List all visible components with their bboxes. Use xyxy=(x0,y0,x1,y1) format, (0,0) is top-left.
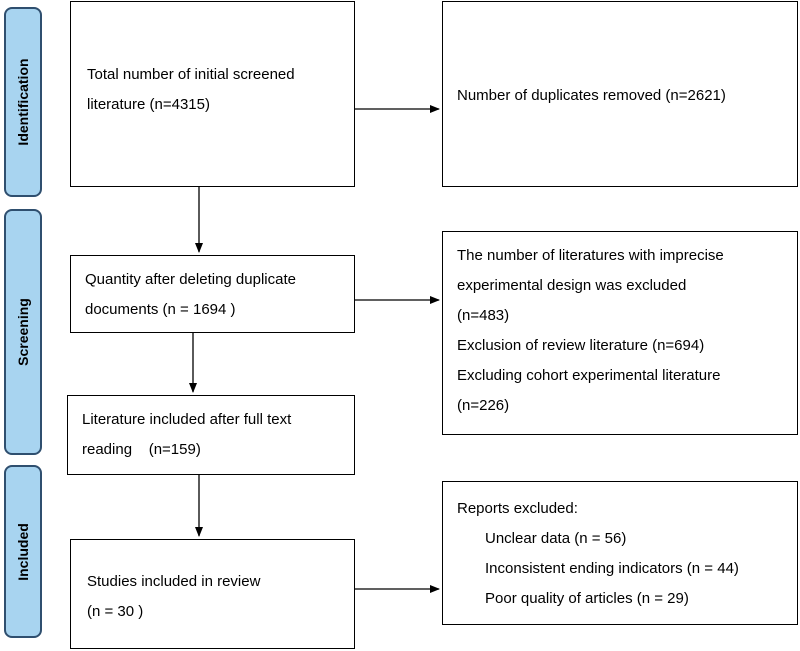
phase-screening: Screening xyxy=(4,209,42,455)
box-duplicates-removed: Number of duplicates removed (n=2621) xyxy=(442,1,798,187)
initial-line-2: literature (n=4315) xyxy=(87,96,210,113)
box-studies-included: Studies included in review (n = 30 ) xyxy=(70,539,355,649)
reports-excluded-title: Reports excluded: xyxy=(457,500,578,517)
duplicates-line-1: Number of duplicates removed (n=2621) xyxy=(457,87,726,104)
fulltext-line-1: Literature included after full text xyxy=(82,411,292,428)
excluded-line-4: Exclusion of review literature (n=694) xyxy=(457,337,705,354)
included-line-2: (n = 30 ) xyxy=(87,603,144,620)
included-line-1: Studies included in review xyxy=(87,573,261,590)
excluded-line-6: (n=226) xyxy=(457,397,510,414)
reports-item-1: Unclear data (n = 56) xyxy=(485,530,627,547)
excluded-line-3: (n=483) xyxy=(457,307,510,324)
phase-included: Included xyxy=(4,465,42,638)
fulltext-line-2: reading (n=159) xyxy=(82,441,201,458)
excluded-line-1: The number of literatures with imprecise xyxy=(457,247,724,264)
dedup-line-1: Quantity after deleting duplicate xyxy=(85,271,296,288)
box-full-text-reading: Literature included after full text read… xyxy=(67,395,355,475)
box-after-deduplication: Quantity after deleting duplicate docume… xyxy=(70,255,355,333)
box-reports-excluded: Reports excluded: Unclear data (n = 56) … xyxy=(442,481,798,625)
box-initial-screened: Total number of initial screened literat… xyxy=(70,1,355,187)
excluded-line-5: Excluding cohort experimental literature xyxy=(457,367,721,384)
phase-identification: Identification xyxy=(4,7,42,197)
dedup-line-2: documents (n = 1694 ) xyxy=(85,301,236,318)
excluded-line-2: experimental design was excluded xyxy=(457,277,687,294)
box-excluded-screening: The number of literatures with imprecise… xyxy=(442,231,798,435)
reports-item-2: Inconsistent ending indicators (n = 44) xyxy=(485,560,739,577)
initial-line-1: Total number of initial screened xyxy=(87,66,295,83)
reports-item-3: Poor quality of articles (n = 29) xyxy=(485,590,689,607)
